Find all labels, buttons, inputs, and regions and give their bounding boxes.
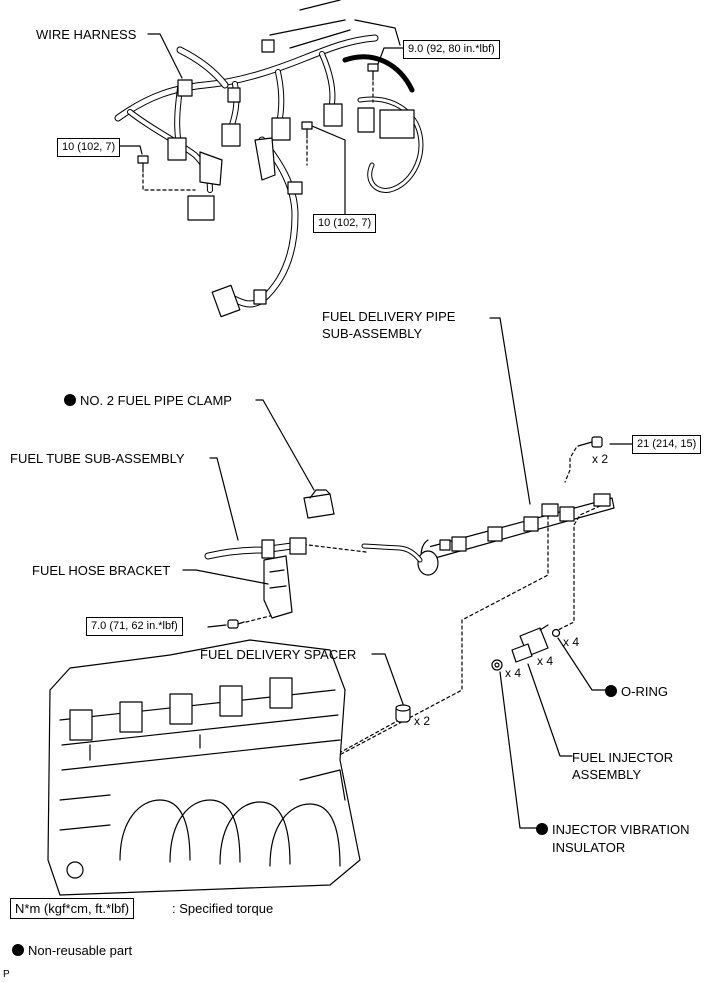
bracket-bolt — [207, 615, 271, 629]
non-reusable-dot-icon — [64, 394, 76, 406]
corner-mark: P — [3, 969, 10, 980]
torque-box-left: 10 (102, 7) — [57, 138, 121, 157]
leader-o-ring — [557, 637, 609, 691]
fuel-delivery-pipe-drawing — [361, 493, 615, 576]
dash-spacer-line — [329, 515, 549, 761]
engine-drawing — [47, 639, 361, 896]
label-insulator-text-1: INJECTOR VIBRATION — [552, 822, 690, 837]
leader-insulator — [499, 671, 537, 829]
no2-fuel-pipe-clamp-drawing — [303, 489, 335, 519]
bolt-left — [137, 155, 196, 191]
wire-harness-drawing — [114, 0, 424, 318]
fuel-hose-bracket-drawing — [263, 555, 293, 619]
label-wire-harness: WIRE HARNESS — [36, 27, 137, 42]
label-fuel-tube: FUEL TUBE SUB-ASSEMBLY — [10, 451, 185, 466]
fuel-injector-drawing — [511, 624, 549, 663]
pipe-bolt — [564, 436, 633, 483]
label-fuel-delivery-pipe-2: SUB-ASSEMBLY — [322, 326, 423, 341]
torque-box-center: 10 (102, 7) — [313, 214, 377, 233]
dash-tube-line — [299, 543, 367, 553]
leader-torque-top-right — [377, 47, 404, 65]
qty-o-ring: x 4 — [563, 635, 580, 649]
leader-torque-center — [311, 125, 346, 217]
label-fuel-injector-1: FUEL INJECTOR — [572, 750, 674, 765]
torque-box-top-right: 9.0 (92, 80 in.*lbf) — [403, 40, 500, 59]
qty-insulator: x 4 — [505, 666, 522, 680]
label-fuel-delivery-spacer: FUEL DELIVERY SPACER — [200, 647, 357, 662]
leader-fuel-delivery-pipe — [489, 317, 531, 505]
label-fuel-delivery-pipe-1: FUEL DELIVERY PIPE — [322, 309, 456, 324]
label-fuel-hose-bracket: FUEL HOSE BRACKET — [32, 563, 171, 578]
qty-pipe-bolt: x 2 — [592, 452, 609, 466]
bolt-top-right — [367, 63, 379, 103]
legend-torque-box: N*m (kgf*cm, ft.*lbf) — [10, 898, 135, 919]
torque-box-pipe-bolt: 21 (214, 15) — [632, 435, 702, 454]
fuel-tube-drawing — [204, 537, 307, 560]
leader-fuel-hose-bracket — [182, 569, 269, 585]
leader-torque-left — [115, 145, 143, 155]
leader-fuel-delivery-spacer — [371, 653, 404, 705]
bolt-center — [301, 121, 313, 166]
label-fuel-injector-2: ASSEMBLY — [572, 767, 642, 782]
dash-oring-line — [557, 505, 601, 631]
o-ring-drawing — [551, 628, 561, 638]
leader-wire-harness — [147, 33, 183, 79]
legend-torque-text: : Specified torque — [172, 901, 274, 916]
non-reusable-dot-icon — [536, 823, 548, 835]
label-insulator-1: INJECTOR VIBRATION — [536, 822, 689, 837]
legend-nonreusable: Non-reusable part — [12, 943, 132, 958]
torque-box-bracket: 7.0 (71, 62 in.*lbf) — [86, 617, 183, 636]
leader-fuel-injector — [527, 663, 573, 757]
leader-fuel-tube — [209, 457, 239, 541]
dash-spacer-engine — [329, 713, 411, 759]
label-no2-fuel-pipe-clamp-text: NO. 2 FUEL PIPE CLAMP — [80, 393, 232, 408]
label-no2-fuel-pipe-clamp: NO. 2 FUEL PIPE CLAMP — [64, 393, 232, 408]
label-o-ring-text: O-RING — [621, 684, 668, 699]
non-reusable-dot-icon — [605, 685, 617, 697]
label-insulator-2: INSULATOR — [552, 840, 626, 855]
label-o-ring: O-RING — [605, 684, 668, 699]
qty-spacer: x 2 — [414, 714, 431, 728]
legend-nonreusable-text: Non-reusable part — [28, 943, 133, 958]
injector-vibration-insulator-drawing — [491, 659, 503, 671]
fuel-delivery-spacer-drawing — [395, 704, 411, 723]
leader-clamp — [255, 399, 315, 491]
qty-injector: x 4 — [537, 654, 554, 668]
non-reusable-dot-icon — [12, 944, 24, 956]
